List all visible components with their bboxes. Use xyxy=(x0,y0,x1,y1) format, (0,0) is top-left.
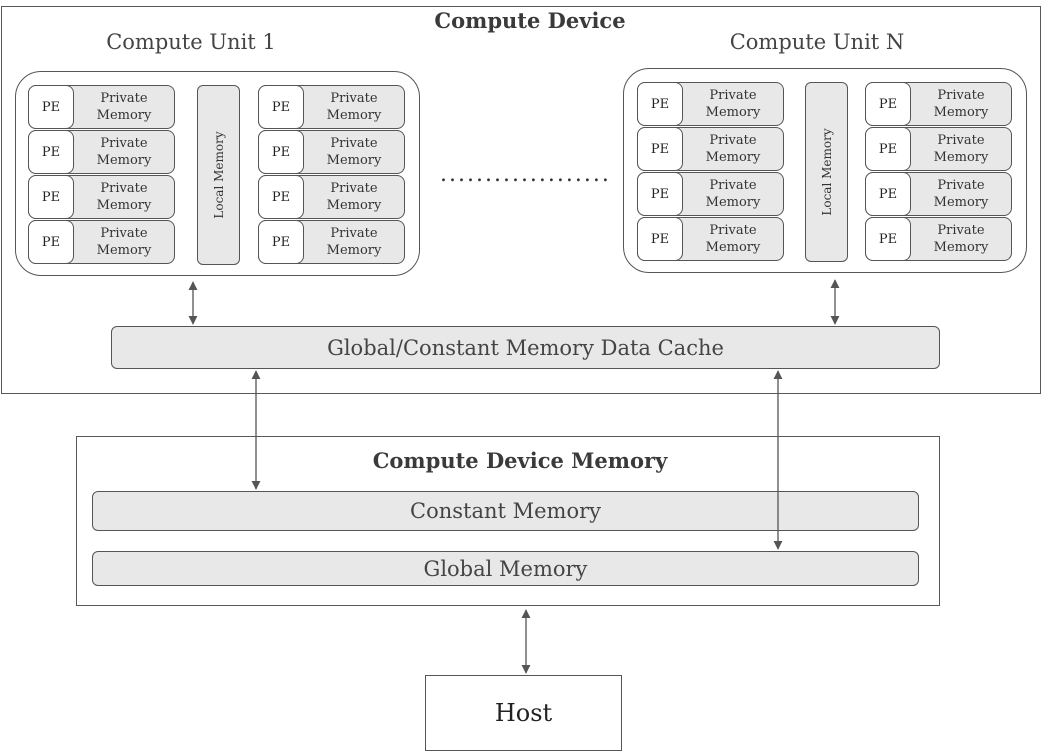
pe-private-row: PE Private Memory xyxy=(637,82,784,126)
constant-memory-label: Constant Memory xyxy=(410,499,601,523)
global-memory-label: Global Memory xyxy=(423,556,588,581)
private-memory-label: Private Memory xyxy=(326,226,382,258)
pe-cell: PE xyxy=(28,220,74,264)
pe-private-row: PE Private Memory xyxy=(637,127,784,171)
pe-cell: PE xyxy=(865,127,911,171)
pe-private-row: PE Private Memory xyxy=(637,172,784,216)
pe-cell: PE xyxy=(637,82,683,126)
private-memory-label: Private Memory xyxy=(326,181,382,213)
pe-cell: PE xyxy=(865,82,911,126)
pe-private-row: PE Private Memory xyxy=(28,220,175,264)
host-box: Host xyxy=(425,675,622,751)
private-memory-label: Private Memory xyxy=(326,136,382,168)
global-memory-bar: Global Memory xyxy=(92,551,919,586)
pe-private-row: PE Private Memory xyxy=(28,175,175,219)
compute-unit-1-left-column: PE Private Memory PE Private Memory PE P… xyxy=(28,85,175,265)
private-memory-label: Private Memory xyxy=(96,181,152,213)
private-memory-label: Private Memory xyxy=(705,223,761,255)
pe-cell: PE xyxy=(258,220,304,264)
pe-private-row: PE Private Memory xyxy=(865,217,1012,261)
compute-device-title: Compute Device xyxy=(434,8,626,33)
compute-unit-1-local-memory: Local Memory xyxy=(197,85,240,265)
compute-unit-n-local-memory: Local Memory xyxy=(805,82,848,262)
private-memory-label: Private Memory xyxy=(326,91,382,123)
pe-private-row: PE Private Memory xyxy=(637,217,784,261)
compute-unit-n-left-column: PE Private Memory PE Private Memory PE P… xyxy=(637,82,784,262)
pe-private-row: PE Private Memory xyxy=(865,82,1012,126)
pe-cell: PE xyxy=(28,85,74,129)
pe-cell: PE xyxy=(258,85,304,129)
private-memory-label: Private Memory xyxy=(96,136,152,168)
private-memory-label: Private Memory xyxy=(933,178,989,210)
private-memory-label: Private Memory xyxy=(96,226,152,258)
pe-private-row: PE Private Memory xyxy=(865,127,1012,171)
pe-private-row: PE Private Memory xyxy=(28,85,175,129)
compute-device-memory-title: Compute Device Memory xyxy=(372,448,668,473)
compute-unit-1-title: Compute Unit 1 xyxy=(106,30,276,54)
private-memory-label: Private Memory xyxy=(933,133,989,165)
compute-unit-1-right-column: PE Private Memory PE Private Memory PE P… xyxy=(258,85,405,265)
private-memory-label: Private Memory xyxy=(705,88,761,120)
private-memory-label: Private Memory xyxy=(705,133,761,165)
private-memory-label: Private Memory xyxy=(933,223,989,255)
pe-private-row: PE Private Memory xyxy=(28,130,175,174)
compute-unit-n-title: Compute Unit N xyxy=(729,30,905,54)
pe-cell: PE xyxy=(637,127,683,171)
pe-cell: PE xyxy=(258,175,304,219)
pe-cell: PE xyxy=(865,217,911,261)
pe-private-row: PE Private Memory xyxy=(258,85,405,129)
pe-cell: PE xyxy=(637,217,683,261)
pe-cell: PE xyxy=(258,130,304,174)
pe-cell: PE xyxy=(637,172,683,216)
ellipsis-dots: ................... xyxy=(440,162,611,187)
private-memory-label: Private Memory xyxy=(705,178,761,210)
data-cache-label: Global/Constant Memory Data Cache xyxy=(327,335,724,360)
private-memory-label: Private Memory xyxy=(933,88,989,120)
pe-cell: PE xyxy=(865,172,911,216)
pe-private-row: PE Private Memory xyxy=(258,130,405,174)
pe-private-row: PE Private Memory xyxy=(258,175,405,219)
pe-cell: PE xyxy=(28,175,74,219)
pe-private-row: PE Private Memory xyxy=(865,172,1012,216)
compute-unit-n-right-column: PE Private Memory PE Private Memory PE P… xyxy=(865,82,1012,262)
host-label: Host xyxy=(494,699,553,727)
private-memory-label: Private Memory xyxy=(96,91,152,123)
data-cache-bar: Global/Constant Memory Data Cache xyxy=(111,326,940,369)
pe-private-row: PE Private Memory xyxy=(258,220,405,264)
pe-cell: PE xyxy=(28,130,74,174)
